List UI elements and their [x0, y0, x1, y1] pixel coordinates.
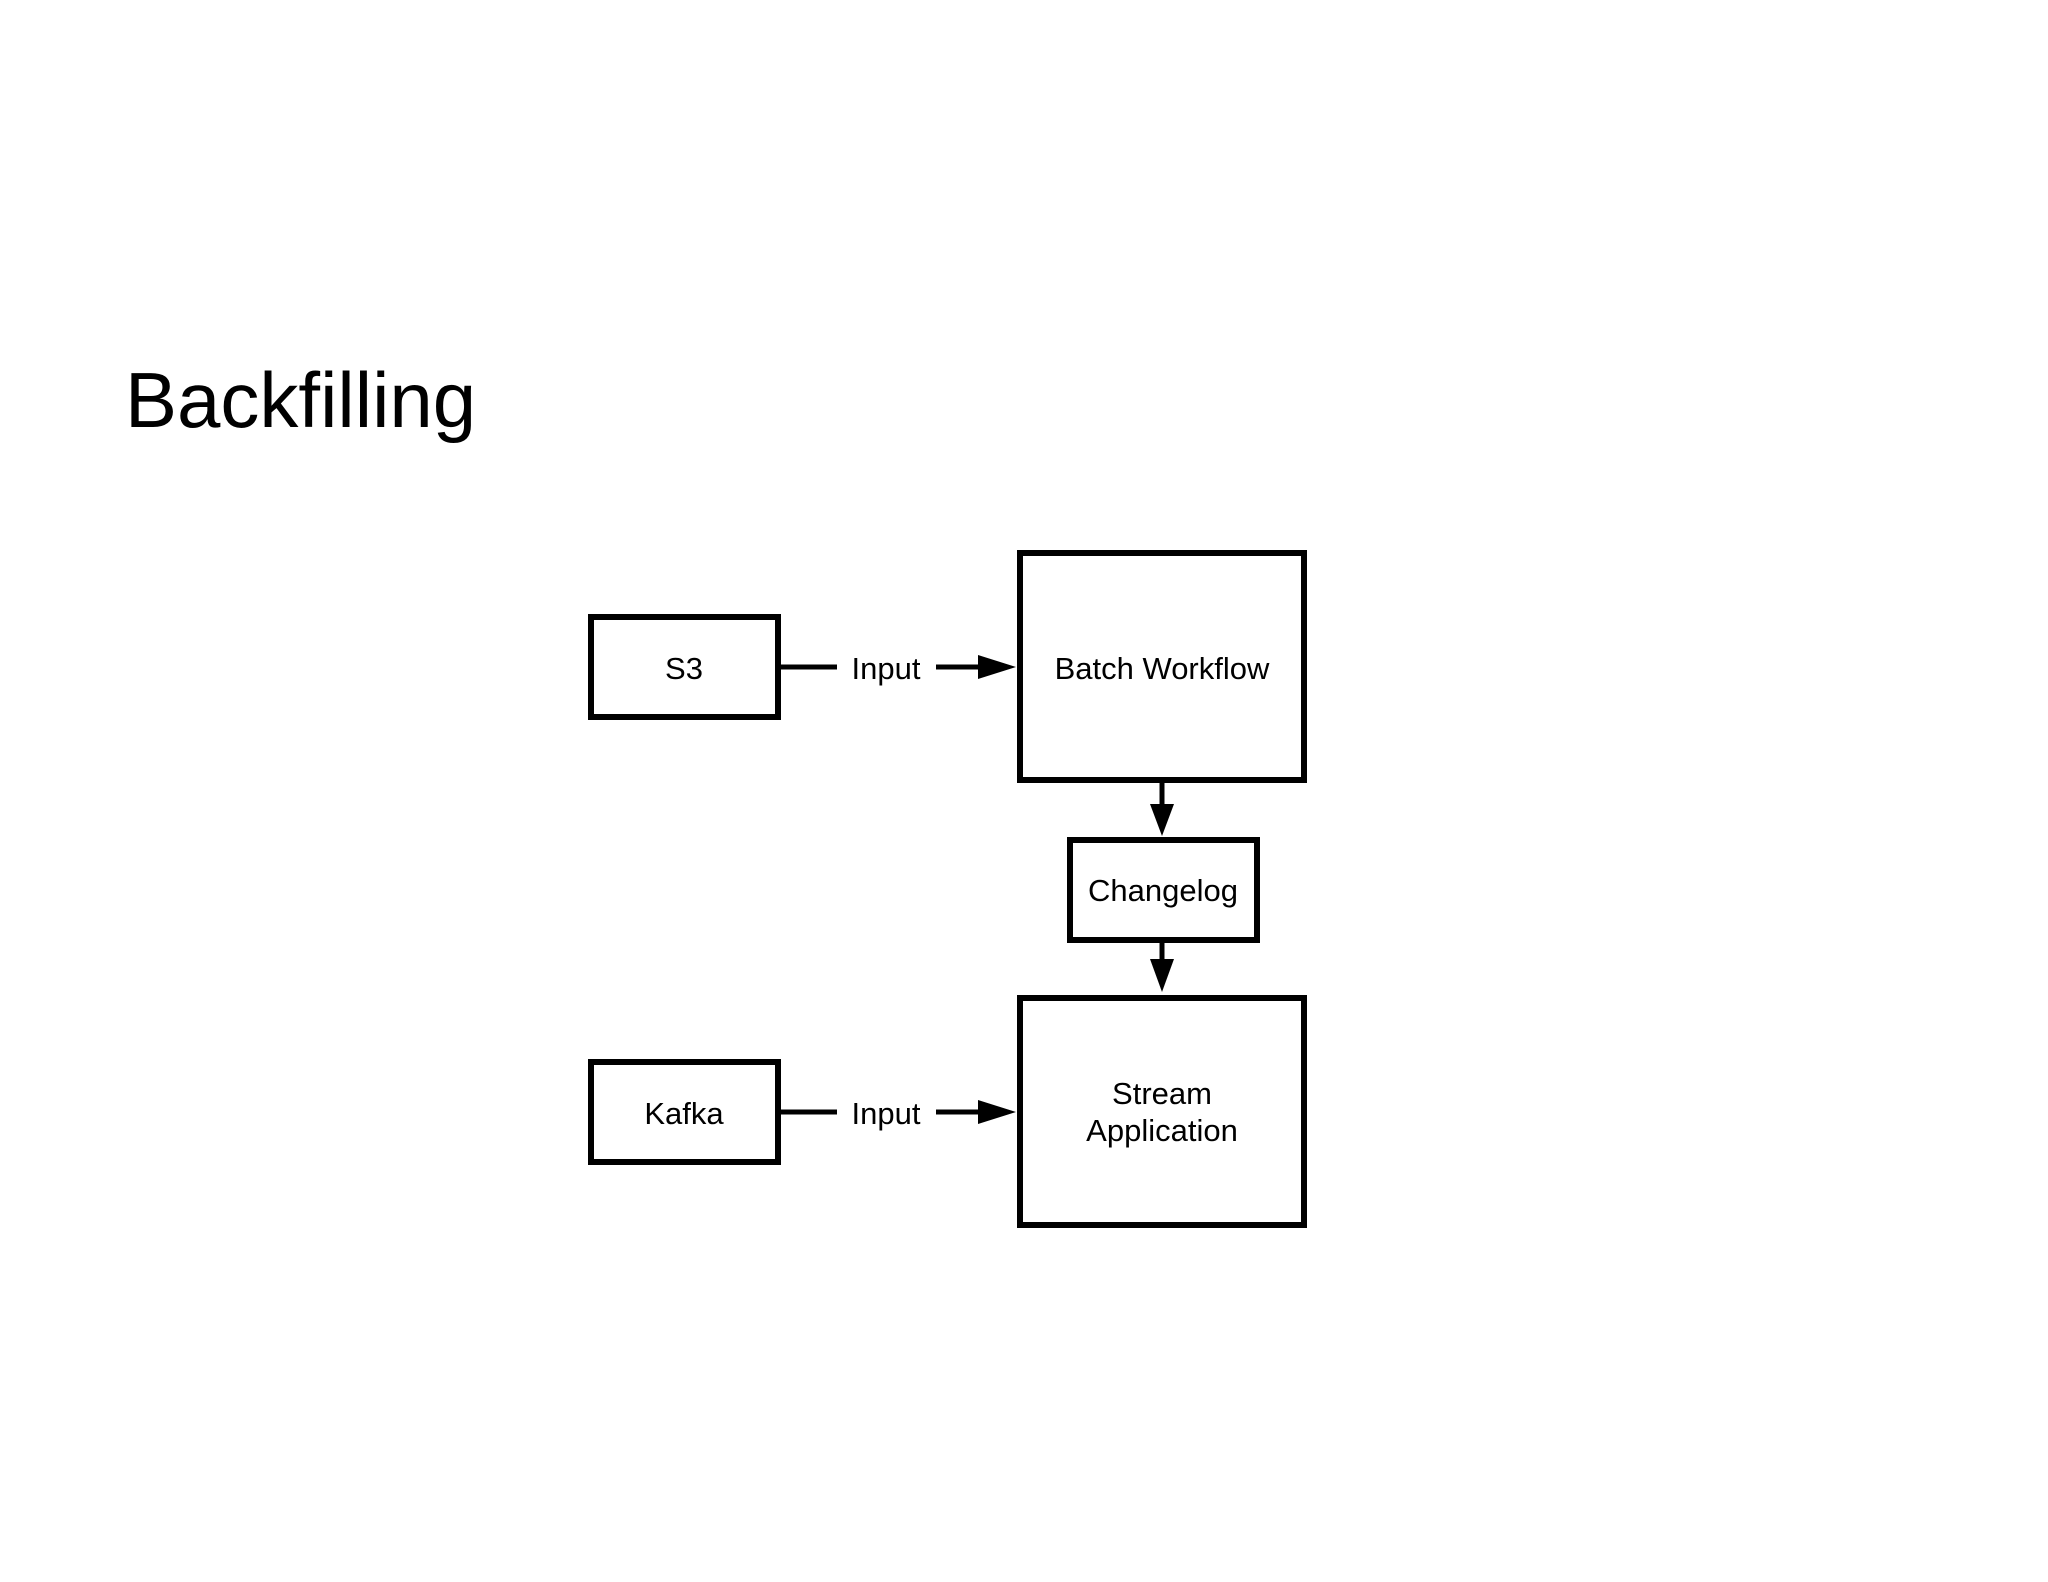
node-batch-workflow-box: [1017, 550, 1307, 783]
edge-changelog-to-stream: [1150, 943, 1174, 992]
node-kafka-box: [588, 1059, 781, 1165]
node-changelog: Changelog: [1067, 837, 1260, 943]
edge-batch-to-changelog-arrowhead: [1150, 804, 1174, 836]
node-stream-application: Stream Application: [1017, 995, 1307, 1228]
node-stream-application-label-line1: Stream: [1112, 1076, 1212, 1111]
node-kafka-label: Kafka: [644, 1096, 724, 1131]
edge-s3-to-batch-arrowhead: [978, 655, 1016, 679]
edge-kafka-to-stream-arrowhead: [978, 1100, 1016, 1124]
page-title: Backfilling: [125, 356, 477, 444]
edge-changelog-to-stream-arrowhead: [1150, 959, 1174, 992]
node-stream-application-label-line2: Application: [1086, 1113, 1238, 1148]
node-changelog-label: Changelog: [1088, 873, 1238, 908]
node-kafka: Kafka: [588, 1059, 781, 1165]
edge-kafka-to-stream: Input: [781, 1096, 1016, 1131]
edge-s3-to-batch: Input: [781, 651, 1016, 686]
edge-batch-to-changelog: [1150, 783, 1174, 836]
node-s3: S3: [588, 614, 781, 720]
node-batch-workflow: Batch Workflow: [1017, 550, 1307, 783]
node-s3-box: [588, 614, 781, 720]
node-batch-workflow-label: Batch Workflow: [1055, 651, 1270, 686]
edge-kafka-to-stream-label: Input: [852, 1096, 921, 1131]
node-s3-label: S3: [665, 651, 703, 686]
node-stream-application-box: [1017, 995, 1307, 1228]
edge-s3-to-batch-label: Input: [852, 651, 921, 686]
node-changelog-box: [1067, 837, 1260, 943]
